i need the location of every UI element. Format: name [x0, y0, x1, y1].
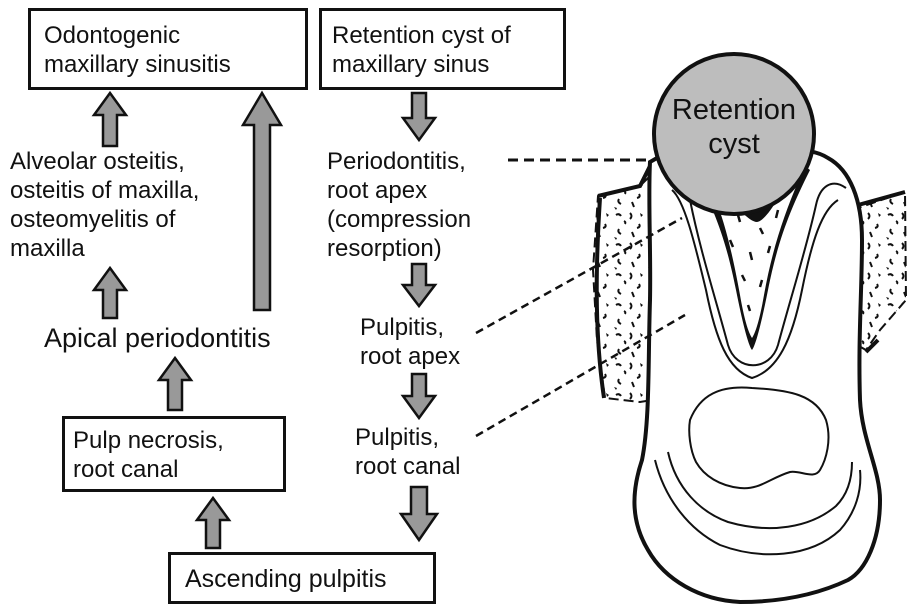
label-retention-cyst-sinus: Retention cyst of maxillary sinus [332, 21, 511, 79]
arrow-periodontitis-to-pulpitis-apex [403, 264, 435, 306]
box-retention-cyst-sinus: Retention cyst of maxillary sinus [319, 8, 566, 90]
label-alveolar-osteitis: Alveolar osteitis, osteitis of maxilla, … [10, 147, 199, 263]
box-odontogenic-sinusitis: Odontogenic maxillary sinusitis [28, 8, 308, 90]
box-pulp-necrosis: Pulp necrosis, root canal [62, 416, 286, 492]
label-ascending-pulpitis: Ascending pulpitis [185, 565, 387, 594]
label-pulp-necrosis: Pulp necrosis, root canal [73, 426, 224, 484]
arrow-pulp-necrosis-to-apical [159, 358, 191, 410]
label-retention-cyst: Retention cyst [664, 93, 804, 161]
pulp-chamber [689, 387, 828, 488]
arrow-pulp-necrosis-to-sinusitis [243, 93, 281, 310]
arrow-ascending-to-pulp-necrosis [197, 498, 229, 548]
arrow-pulpitis-canal-to-ascending [401, 487, 437, 540]
label-pulpitis-root-canal: Pulpitis, root canal [355, 423, 460, 481]
arrow-apical-to-alveolar [94, 268, 126, 318]
label-apical-periodontitis: Apical periodontitis [44, 322, 271, 354]
label-pulpitis-root-apex: Pulpitis, root apex [360, 313, 460, 371]
arrow-alveolar-to-sinusitis [94, 93, 126, 146]
label-odontogenic-sinusitis: Odontogenic maxillary sinusitis [44, 21, 231, 79]
label-periodontitis-root-apex: Periodontitis, root apex (compression re… [327, 147, 471, 263]
arrow-pulpitis-apex-to-pulpitis-canal [403, 374, 435, 418]
box-ascending-pulpitis: Ascending pulpitis [168, 552, 436, 604]
arrow-cyst-to-periodontitis [403, 93, 435, 140]
